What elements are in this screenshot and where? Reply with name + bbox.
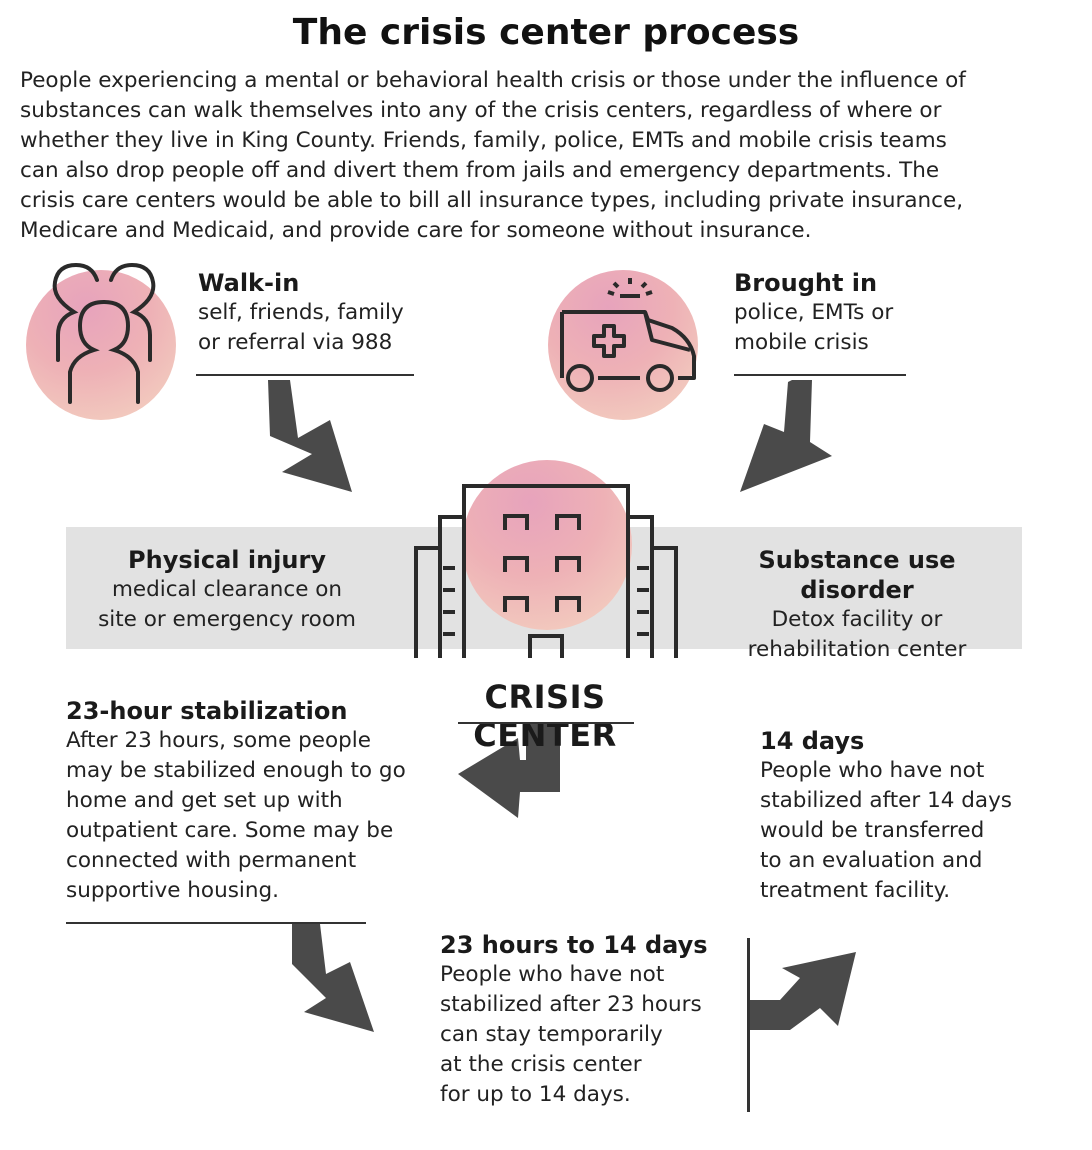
walk-in-text: self, friends, family or referral via 98… [198,300,404,355]
stabilization-23h-rule [66,922,366,924]
physical-injury-heading: Physical injury [128,546,326,574]
physical-injury-text: medical clearance on site or emergency r… [98,577,356,632]
crisis-center-circle [462,460,632,630]
stabilization-23h-block: 23-hour stabilization After 23 hours, so… [66,696,446,906]
page-title: The crisis center process [292,12,800,53]
substance-use-text: Detox facility or rehabilitation center [747,607,967,662]
crisis-center-rule [458,722,634,724]
brought-in-heading: Brought in [734,269,878,297]
diagram-arrows [268,380,856,1032]
arrow-23h [458,724,560,818]
building-icon [414,484,678,658]
people-icon [52,262,156,404]
stabilization-23h-heading: 23-hour stabilization [66,697,348,725]
arrow-14d [750,952,856,1030]
substance-use-heading: Substance use disorder [758,546,956,604]
days-14-text: People who have not stabilized after 14 … [760,758,1013,903]
hours-to-days-heading: 23 hours to 14 days [440,931,708,959]
brought-in-block: Brought in police, EMTs or mobile crisis [734,268,974,358]
arrow-brought-in [740,380,832,492]
physical-injury-block: Physical injury medical clearance on sit… [80,545,374,635]
ambulance-icon [560,278,696,392]
substance-use-block: Substance use disorder Detox facility or… [700,545,1014,665]
brought-in-rule [734,374,906,376]
vertical-rule [747,938,750,1112]
stabilization-23h-text: After 23 hours, some people may be stabi… [66,728,406,903]
walk-in-rule [196,374,414,376]
arrow-walk-in [268,380,352,492]
walk-in-block: Walk-in self, friends, family or referra… [198,268,438,358]
days-14-block: 14 days People who have not stabilized a… [760,726,1060,906]
arrow-23h-to-14d [292,924,374,1032]
intro-paragraph: People experiencing a mental or behavior… [20,68,966,243]
walk-in-heading: Walk-in [198,269,300,297]
days-14-heading: 14 days [760,727,865,755]
hours-to-days-text: People who have not stabilized after 23 … [440,962,702,1107]
crisis-center-label: CRISIS CENTER [473,678,617,754]
hours-to-days-block: 23 hours to 14 days People who have not … [440,930,740,1110]
brought-in-text: police, EMTs or mobile crisis [734,300,894,355]
